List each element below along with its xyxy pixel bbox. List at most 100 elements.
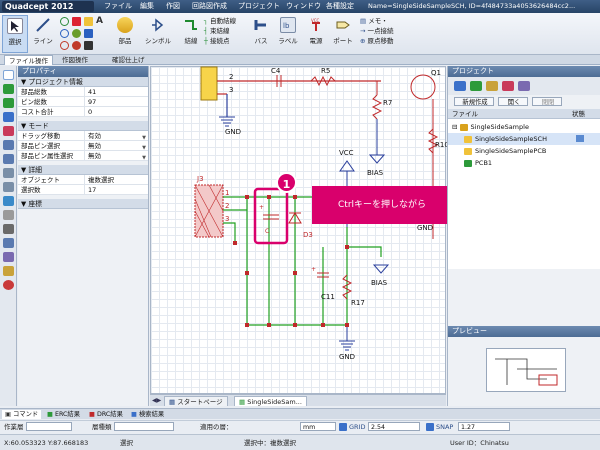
r7-resistor[interactable] [371, 94, 383, 120]
r5-resistor[interactable] [310, 75, 336, 87]
tab-drc[interactable]: ■ DRC結果 [89, 411, 123, 418]
open-project-icon[interactable] [470, 81, 482, 91]
table-icon[interactable] [84, 41, 93, 50]
line-button[interactable]: ライン [30, 15, 56, 53]
rect-red-icon[interactable] [72, 17, 81, 26]
arc-icon[interactable] [60, 29, 69, 38]
image-icon[interactable] [84, 29, 93, 38]
menu-schematic[interactable]: 回路図作成 [192, 2, 227, 10]
tree-item-pcb[interactable]: SingleSideSamplePCB [448, 145, 600, 157]
stop-icon[interactable] [3, 280, 14, 290]
text-icon[interactable] [84, 17, 93, 26]
pointer-icon[interactable] [3, 70, 14, 80]
apply-layer-label: 適用の層： [200, 423, 233, 431]
new-project-icon[interactable] [454, 81, 466, 91]
unit-select[interactable]: mm [300, 422, 336, 431]
top-connector[interactable] [200, 66, 218, 101]
section-details[interactable]: ▼ 詳細 [18, 165, 148, 175]
ellipse-icon[interactable] [60, 41, 69, 50]
circle-icon[interactable] [60, 17, 69, 26]
select-button[interactable]: 選択 [2, 15, 28, 53]
section-project-info[interactable]: ▼ プロジェクト情報 [18, 77, 148, 87]
r17-resistor[interactable] [341, 274, 353, 300]
tab-start-page[interactable]: ▦ スタートページ [164, 396, 228, 406]
menu-settings[interactable]: 各種設定 [326, 2, 354, 10]
memo-item[interactable]: ▤ メモ・ [360, 17, 388, 25]
fill-icon[interactable] [72, 41, 81, 50]
schematic-canvas[interactable]: GND 2 3 C4 R5 R7 BIAS Q1 R10 GND VCC J3 … [150, 66, 449, 394]
bus-icon [253, 17, 269, 33]
forward-icon[interactable] [3, 98, 14, 108]
close-button[interactable]: 閉閉 [532, 97, 562, 106]
gnd-bottom-label: GND [339, 353, 355, 361]
tab-command[interactable]: ▣ コマンド [2, 410, 42, 419]
layer-type-select[interactable] [114, 422, 174, 431]
area-icon[interactable] [3, 182, 14, 192]
schematic-drawing: GND 2 3 C4 R5 R7 BIAS Q1 R10 GND VCC J3 … [194, 66, 449, 361]
origin-item[interactable]: ⊕ 原点移動 [360, 37, 394, 45]
measure-icon[interactable] [3, 224, 14, 234]
section-mode[interactable]: ▼ モード [18, 121, 148, 131]
section-coords[interactable]: ▼ 座標 [18, 199, 148, 209]
settings-project-icon[interactable] [518, 81, 530, 91]
prop-row-drag[interactable]: ドラッグ移動有効▼ [18, 131, 148, 141]
power-button[interactable]: VCC 電源 [304, 15, 328, 53]
menu-window[interactable]: ウィンドウ [286, 2, 321, 10]
junction-item[interactable]: ┼ 接続点 [204, 37, 230, 45]
save-project-icon[interactable] [486, 81, 498, 91]
preview-thumbnail[interactable] [486, 348, 566, 392]
prop-row-pin-select[interactable]: 部品ピン選択無効▼ [18, 141, 148, 151]
tab-schematic[interactable]: ▦ SingleSideSam... [234, 396, 307, 406]
wire-button[interactable]: 結線 [180, 15, 202, 53]
d3-diode[interactable] [288, 212, 302, 224]
r10-resistor[interactable] [427, 128, 439, 154]
label-button[interactable]: lb ラベル [274, 15, 302, 53]
zoom-out-icon[interactable] [3, 154, 14, 164]
tab-check-finish[interactable]: 確認仕上げ [112, 56, 145, 64]
grid-input[interactable]: 2.54 [368, 422, 420, 431]
tree-item-sch[interactable]: SingleSideSampleSCH [448, 133, 600, 145]
text-tool-icon[interactable]: A [96, 16, 103, 26]
one-point-item[interactable]: → 一点接続 [360, 27, 394, 35]
open-button[interactable]: 開く [498, 97, 528, 106]
menu-file[interactable]: ファイル [104, 2, 132, 10]
refresh-icon[interactable] [3, 112, 14, 122]
tab-file-ops[interactable]: ファイル操作 [4, 55, 53, 65]
menu-project[interactable]: プロジェクト [238, 2, 280, 10]
back-icon[interactable] [3, 84, 14, 94]
tree-item-project[interactable]: ⊟ SingleSideSample [452, 123, 529, 131]
fit-icon[interactable] [3, 126, 14, 136]
bus-button[interactable]: バス [250, 15, 272, 53]
grid-checkbox[interactable] [339, 423, 347, 431]
pan-icon[interactable] [3, 168, 14, 178]
work-layer-select[interactable] [26, 422, 72, 431]
zoom-in-icon[interactable] [3, 140, 14, 150]
parts-button[interactable]: 部品 [112, 15, 138, 53]
tool-icon[interactable] [3, 210, 14, 220]
selected-wires[interactable] [223, 196, 382, 326]
polygon-icon[interactable] [72, 29, 81, 38]
auto-wire-item[interactable]: ┐ 自動結線 [204, 17, 236, 25]
snap-input[interactable]: 1.27 [458, 422, 510, 431]
bundle-wire-item[interactable]: ┤ 束結線 [204, 27, 230, 35]
tab-draw-ops[interactable]: 作図操作 [62, 56, 88, 64]
grid-icon[interactable] [3, 238, 14, 248]
snap-checkbox[interactable] [426, 423, 434, 431]
close-project-icon[interactable] [502, 81, 514, 91]
app-logo[interactable]: Quadcept 2012 [2, 1, 94, 12]
symbol-button[interactable]: シンボル [141, 15, 175, 53]
layer-icon[interactable] [3, 196, 14, 206]
tab-search[interactable]: ■ 検索結果 [131, 411, 165, 418]
prop-row-pin-attr[interactable]: 部品ピン属性選択無効▼ [18, 151, 148, 161]
net-icon[interactable] [3, 252, 14, 262]
tab-scroll-icon[interactable]: ◀▶ [152, 397, 162, 404]
menu-edit[interactable]: 編集 [140, 2, 154, 10]
tab-erc[interactable]: ■ ERC結果 [47, 411, 80, 418]
new-button[interactable]: 新規作成 [454, 97, 494, 106]
tree-item-pcb1[interactable]: PCB1 [448, 157, 600, 169]
menu-draw[interactable]: 作図 [166, 2, 180, 10]
q1-transistor[interactable] [410, 74, 436, 100]
highlight-icon[interactable] [3, 266, 14, 276]
port-button[interactable]: ポート [330, 15, 356, 53]
